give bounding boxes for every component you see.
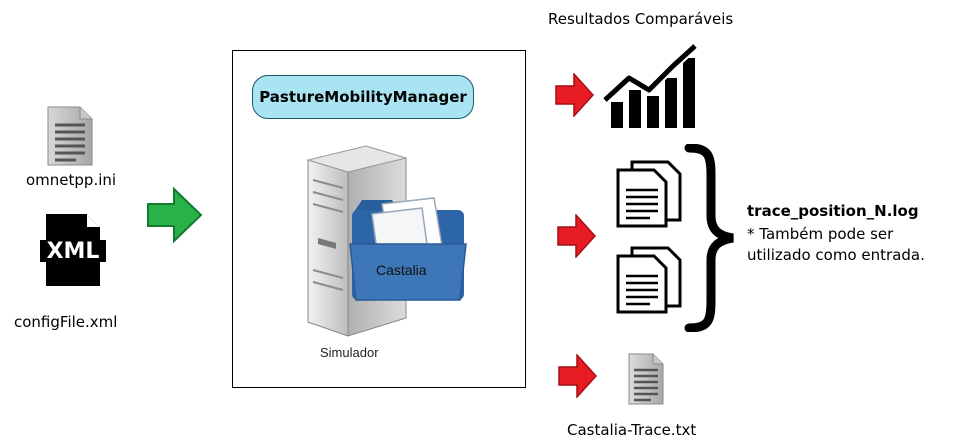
pasture-mobility-manager: PastureMobilityManager bbox=[252, 75, 474, 119]
omnetpp-label: omnetpp.ini bbox=[26, 171, 117, 189]
trace-note-line2: utilizado como entrada. bbox=[747, 246, 925, 264]
castalia-folder-label: Castalia bbox=[376, 262, 427, 278]
chart-icon bbox=[603, 42, 699, 128]
trace-log-document-icon bbox=[616, 246, 682, 314]
simulator-caption: Simulador bbox=[320, 345, 379, 360]
trace-position-title: trace_position_N.log bbox=[747, 202, 919, 220]
results-title: Resultados Comparáveis bbox=[548, 10, 734, 28]
red-arrow-icon bbox=[555, 73, 595, 117]
castalia-trace-document-icon bbox=[628, 353, 664, 405]
red-arrow-icon bbox=[557, 214, 597, 258]
green-arrow-icon bbox=[147, 186, 203, 244]
config-file-label: configFile.xml bbox=[14, 313, 118, 331]
folder-icon bbox=[349, 197, 467, 301]
red-arrow-icon bbox=[558, 354, 598, 398]
trace-note-line1: * Também pode ser bbox=[747, 225, 894, 243]
xml-file-icon: XML bbox=[40, 212, 106, 288]
trace-log-document-icon bbox=[616, 160, 682, 228]
castalia-trace-label: Castalia-Trace.txt bbox=[567, 421, 697, 439]
brace-icon bbox=[684, 144, 734, 332]
xml-badge-text: XML bbox=[46, 239, 100, 264]
omnetpp-document-icon bbox=[47, 106, 93, 166]
